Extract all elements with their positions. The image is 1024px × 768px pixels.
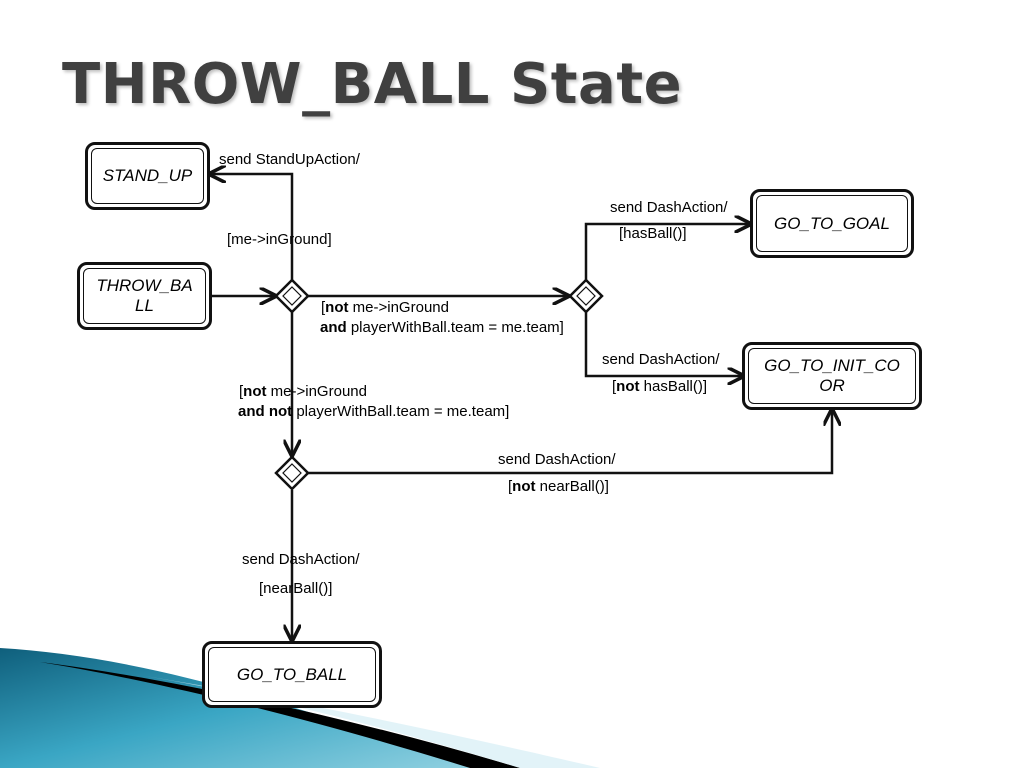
state-throw-ball: THROW_BALL	[77, 262, 212, 330]
action-near-init: send DashAction/	[498, 451, 616, 468]
action-to-ball: send DashAction/	[242, 551, 360, 568]
guard-to-init: [not hasBall()]	[612, 378, 708, 395]
state-stand-up: STAND_UP	[85, 142, 210, 210]
guard-mid-line1: [not me->inGround	[321, 299, 449, 316]
action-to-goal: send DashAction/	[610, 199, 728, 216]
state-go-to-init-coor-label: GO_TO_INIT_COOR	[764, 356, 900, 395]
choice-diamond-2	[568, 278, 604, 314]
state-go-to-ball-label: GO_TO_BALL	[236, 664, 348, 684]
action-to-init: send DashAction/	[602, 351, 720, 368]
state-go-to-init-coor: GO_TO_INIT_COOR	[742, 342, 922, 410]
arrow-choice3-to-init-coor	[308, 410, 832, 475]
state-throw-ball-label: THROW_BALL	[96, 276, 193, 315]
arrow-to-init-coor	[584, 312, 743, 376]
guard-mid-line2: and playerWithBall.team = me.team]	[320, 319, 564, 336]
guard-to-ball: [nearBall()]	[259, 580, 333, 597]
guard-to-stand-up: [me->inGround]	[227, 231, 332, 248]
choice-diamond-1	[274, 278, 310, 314]
guard-near-init: [not nearBall()]	[508, 478, 609, 495]
guard-to-goal: [hasBall()]	[619, 225, 687, 242]
slide-title: THROW_BALL State	[62, 52, 683, 117]
guard-down-line1: [not me->inGround	[239, 383, 367, 400]
choice-diamond-3	[274, 455, 310, 491]
action-to-stand-up: send StandUpAction/	[219, 151, 360, 168]
state-go-to-ball: GO_TO_BALL	[202, 641, 382, 708]
guard-down-line2: and not playerWithBall.team = me.team]	[238, 403, 510, 420]
state-go-to-goal-label: GO_TO_GOAL	[774, 213, 890, 233]
state-stand-up-label: STAND_UP	[102, 166, 193, 185]
arrow-to-stand-up	[210, 174, 294, 280]
state-go-to-goal: GO_TO_GOAL	[750, 189, 914, 258]
arrow-to-go-to-goal	[584, 224, 750, 280]
